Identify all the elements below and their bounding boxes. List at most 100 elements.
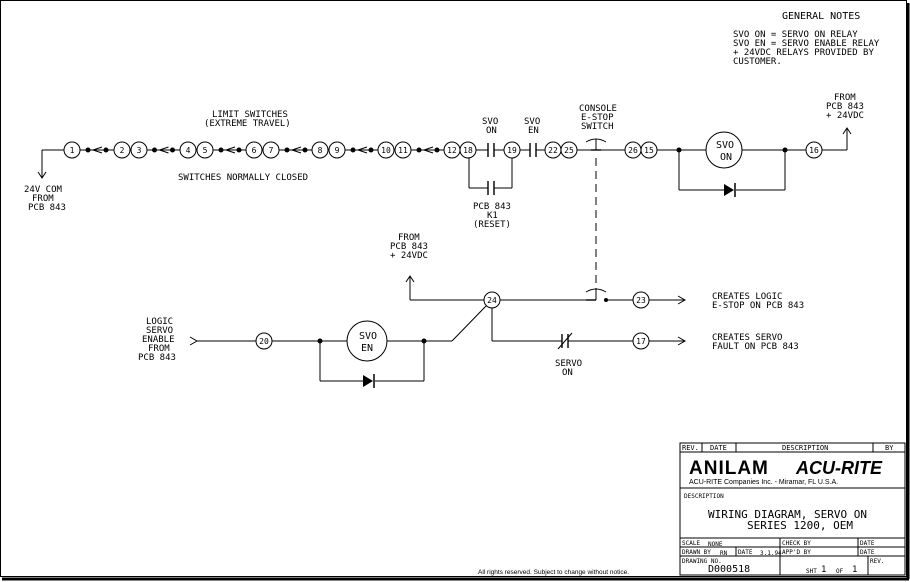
limit-switch <box>218 146 242 154</box>
terminal-node-circle <box>483 291 501 309</box>
tb-scale-value: NONE <box>708 541 723 548</box>
creates-logic-2: E-STOP ON PCB 843 <box>712 301 804 311</box>
from-pcb-mid-2: PCB 843 <box>390 242 428 252</box>
com-from-2: FROM <box>32 194 54 204</box>
terminal-node-circle <box>394 141 412 159</box>
junction-dot <box>676 147 682 153</box>
general-notes-heading: GENERAL NOTES <box>782 11 860 22</box>
terminal-node-label: 6 <box>252 146 257 155</box>
terminal-node-circle <box>459 141 477 159</box>
terminal-node-circle <box>503 141 521 159</box>
junction-dot <box>604 298 608 302</box>
relay-svo-en-label-1: SVO <box>359 331 377 342</box>
tb-drawn-by-label: DRAWN BY <box>682 549 711 556</box>
pcb-k1-label-2: K1 <box>487 211 498 221</box>
creates-logic-1: CREATES LOGIC <box>712 292 782 302</box>
com-from-1: 24V COM <box>24 185 63 195</box>
relay-svo-on <box>705 131 743 169</box>
tb-of-label: OF <box>836 568 844 575</box>
terminal-node-label: 18 <box>463 146 473 155</box>
terminal-node-label: 16 <box>809 146 819 155</box>
svo-en-contact-label2: EN <box>528 126 539 136</box>
pcb-k1-label-3: (RESET) <box>473 220 511 230</box>
drawing-title-1: WIRING DIAGRAM, SERVO ON <box>708 508 867 521</box>
terminal-node-label: 23 <box>636 296 646 305</box>
terminal-node-label: 4 <box>186 146 191 155</box>
junction-dot <box>782 147 788 153</box>
svo-on-contact-label: SVO <box>482 117 498 127</box>
rights-notice: All rights reserved. Subject to change w… <box>478 569 629 576</box>
logic-servo-3: ENABLE <box>142 335 175 345</box>
terminal-node-label: 25 <box>564 146 574 155</box>
tb-description-label: DESCRIPTION <box>684 493 724 500</box>
terminal-node-label: 9 <box>335 146 340 155</box>
tb-drawn-date-label: DATE <box>738 549 753 556</box>
tb-drawn-date-value: 3.1.94 <box>760 550 782 557</box>
terminal-node-circle <box>113 141 131 159</box>
tb-check-by-label: CHECK BY <box>782 540 811 547</box>
com-from-3: PCB 843 <box>28 203 66 213</box>
relay-svo-en-label-2: EN <box>361 343 373 354</box>
logic-servo-2: SERVO <box>146 326 173 336</box>
terminal-node-label: 15 <box>644 146 654 155</box>
junction-dot <box>421 338 427 344</box>
tb-date-header: DATE <box>710 444 727 452</box>
terminal-node-label: 7 <box>269 146 274 155</box>
general-note-3: + 24VDC RELAYS PROVIDED BY <box>733 48 874 58</box>
tb-drawing-no-value: D000518 <box>708 564 750 575</box>
drawing-title-2: SERIES 1200, OEM <box>747 519 853 532</box>
terminal-node-label: 8 <box>318 146 323 155</box>
terminal-node-circle <box>63 141 81 159</box>
terminal-node-label: 22 <box>548 146 558 155</box>
terminal-node-circle <box>311 141 329 159</box>
terminal-node-circle <box>196 141 214 159</box>
limit-switch <box>85 146 109 154</box>
tb-check-date-label: DATE <box>860 540 875 547</box>
diode-top <box>724 184 734 196</box>
terminal-node-label: 11 <box>398 146 408 155</box>
relay-svo-on-label-2: ON <box>720 152 732 163</box>
creates-servo-2: FAULT ON PCB 843 <box>712 342 799 352</box>
terminal-node-circle <box>255 332 273 350</box>
terminal-node-circle <box>262 141 280 159</box>
terminal-node-label: 19 <box>507 146 517 155</box>
terminal-node-label: 26 <box>628 146 638 155</box>
tb-rev-header: REV. <box>682 444 699 452</box>
console-label-3: SWITCH <box>581 122 614 132</box>
svo-on-contact-label2: ON <box>486 126 497 136</box>
from-pcb-right-3: + 24VDC <box>826 111 864 121</box>
terminal-node-label: 2 <box>120 146 125 155</box>
tb-appd-by-label: APP'D BY <box>782 549 811 556</box>
tb-sht-label: SHT <box>806 568 817 575</box>
terminal-node-label: 20 <box>259 337 269 346</box>
pcb-k1-label-1: PCB 843 <box>473 202 511 212</box>
terminal-node-label: 12 <box>447 146 457 155</box>
tb-sht-value: 1 <box>821 565 826 575</box>
terminal-node-circle <box>805 141 823 159</box>
limit-switches <box>85 146 440 154</box>
relay-svo-en <box>346 320 388 362</box>
from-pcb-mid-1: FROM <box>398 233 420 243</box>
mid-rung <box>189 275 687 382</box>
terminal-node-circle <box>632 291 650 309</box>
relay-svo-on-label-1: SVO <box>716 140 734 151</box>
diode-bottom <box>363 375 373 387</box>
general-note-1: SVO ON = SERVO ON RELAY <box>733 30 858 40</box>
terminal-node-label: 17 <box>636 337 646 346</box>
limit-switches-sublabel: (EXTREME TRAVEL) <box>204 119 291 129</box>
console-label-1: CONSOLE <box>579 104 617 114</box>
terminal-node-circle <box>377 141 395 159</box>
tb-rev-label: REV. <box>870 558 884 565</box>
servo-on-contact-1: SERVO <box>555 359 582 369</box>
logic-servo-4: FROM <box>148 344 170 354</box>
tb-drawn-by-value: RN <box>720 550 728 557</box>
from-pcb-mid-3: + 24VDC <box>390 251 428 261</box>
logic-servo-1: LOGIC <box>146 317 173 327</box>
logic-servo-5: PCB 843 <box>138 353 176 363</box>
title-block <box>679 442 906 576</box>
acu-rite-logo: ACU-RITE <box>795 458 883 478</box>
servo-on-contact-2: ON <box>562 368 573 378</box>
